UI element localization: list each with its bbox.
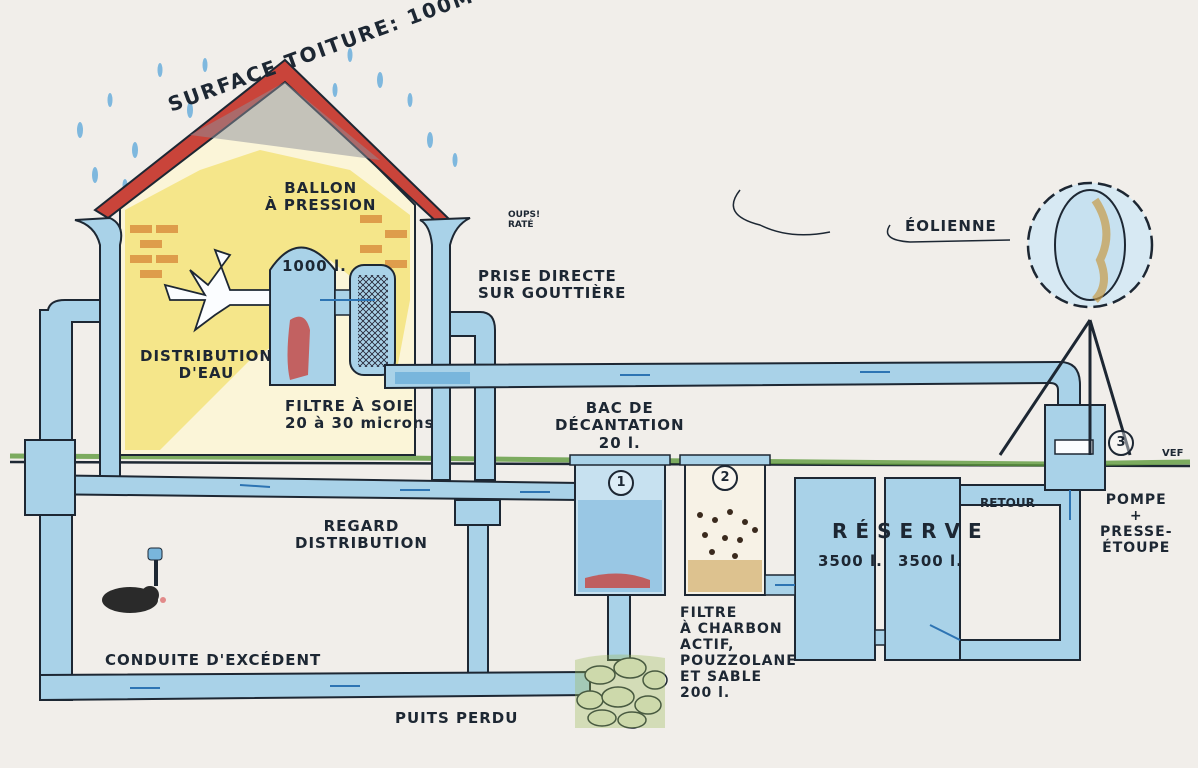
charcoal-filter-line2: À CHARBON xyxy=(680,621,783,638)
charcoal-granules xyxy=(697,509,758,559)
regard-chamber xyxy=(454,499,501,526)
mole xyxy=(102,547,166,613)
wind-turbine xyxy=(998,181,1154,456)
bricks-right xyxy=(360,215,407,268)
soakaway-moss xyxy=(575,654,665,728)
pressure-tank-label-line2: À PRESSION xyxy=(265,196,377,215)
charcoal-filter-label: FILTRE À CHARBON ACTIF, POUZZOLANE ET SA… xyxy=(680,605,797,702)
charcoal-filter-line5: ET SABLE xyxy=(680,669,763,686)
pump-line2: + xyxy=(1129,508,1143,525)
pump-seal xyxy=(1054,439,1094,455)
gutter-takeoff-label: PRISE DIRECTE SUR GOUTTIÈRE xyxy=(478,267,627,303)
pump-label: POMPE + PRESSE- ÉTOUPE xyxy=(1100,492,1173,556)
pozzolana-layer xyxy=(688,560,762,592)
tank-marker-3: 3 xyxy=(1108,430,1134,456)
silk-filter-label: FILTRE À SOIE 20 à 30 microns xyxy=(285,397,435,433)
wind-gust-2 xyxy=(886,224,1011,243)
tank-marker-2: 2 xyxy=(712,465,738,491)
main-pipe xyxy=(29,473,581,502)
wind-turbine-label: ÉOLIENNE xyxy=(905,217,997,235)
decantation-line2: DÉCANTATION xyxy=(555,416,685,435)
pump-loop xyxy=(959,484,1081,661)
charcoal-filter-line4: POUZZOLANE xyxy=(680,653,797,670)
silk-filter-mesh xyxy=(358,275,388,367)
decantation-label: BAC DE DÉCANTATION 20 l. xyxy=(555,399,685,452)
sludge xyxy=(585,573,650,588)
oops-note-line1: OUPS! xyxy=(508,210,541,220)
flow-arrows xyxy=(130,299,1071,689)
wind-gust xyxy=(732,189,831,236)
oops-note-line2: RATÉ xyxy=(508,220,534,231)
charcoal-filter-volume: 200 l. xyxy=(680,685,731,702)
reserve-label: RÉSERVE xyxy=(832,519,990,543)
direct-takeoff-pipe xyxy=(449,311,496,481)
rain-drops xyxy=(77,48,458,191)
decantation-line1: BAC DE xyxy=(585,399,654,417)
silk-filter-line1: FILTRE À SOIE xyxy=(285,397,415,415)
pressure-tank-volume: 1000 l. xyxy=(282,257,347,275)
soakaway-stones xyxy=(576,657,668,729)
tank-lid-2 xyxy=(679,454,771,466)
gutter-takeoff-line1: PRISE DIRECTE xyxy=(478,267,617,285)
tank-lid-1 xyxy=(569,454,671,466)
distribution-arrows xyxy=(163,248,271,333)
return-label: RETOUR xyxy=(980,496,1035,510)
soakaway-label: PUITS PERDU xyxy=(395,709,519,727)
reserve-link xyxy=(874,629,886,646)
decantation-water xyxy=(578,500,662,592)
decantation-volume: 20 l. xyxy=(598,433,641,452)
distribution-manhole-label: REGARD DISTRIBUTION xyxy=(295,517,428,553)
left-junction xyxy=(24,439,76,516)
pressure-tank xyxy=(269,246,336,386)
excess-conduit xyxy=(39,670,591,702)
pump-line4: ÉTOUPE xyxy=(1102,540,1171,557)
house-return-stub xyxy=(395,372,470,384)
water-distribution-line1: DISTRIBUTION xyxy=(140,347,273,365)
water-distribution-line2: D'EAU xyxy=(178,364,235,383)
tank-marker-1: 1 xyxy=(608,470,634,496)
tank-filter-link xyxy=(334,289,351,316)
pump-line3: PRESSE- xyxy=(1100,524,1173,541)
artist-signature: VEF xyxy=(1162,448,1184,459)
excess-conduit-label: CONDUITE D'EXCÉDENT xyxy=(105,651,322,669)
reserve-volume-1: 3500 l. xyxy=(818,552,883,570)
water-distribution-label: DISTRIBUTION D'EAU xyxy=(140,347,273,383)
roof-shadow xyxy=(190,82,380,160)
downpipes xyxy=(74,216,471,481)
reserve-volume-2: 3500 l. xyxy=(898,552,963,570)
pump-line1: POMPE xyxy=(1105,492,1167,508)
silk-filter-line2: 20 à 30 microns xyxy=(285,414,435,433)
pressure-tank-label-line1: BALLON xyxy=(284,179,358,197)
distribution-manhole-line1: REGARD xyxy=(323,517,400,535)
oops-note: OUPS! RATÉ xyxy=(508,210,540,231)
drain-pipe xyxy=(607,594,631,661)
charcoal-filter-line1: FILTRE xyxy=(680,605,738,621)
tank-water-red xyxy=(287,316,310,380)
regard-pipe xyxy=(467,524,489,676)
charcoal-filter-line3: ACTIF, xyxy=(680,637,735,654)
gutter-takeoff-line2: SUR GOUTTIÈRE xyxy=(478,284,627,303)
distribution-manhole-line2: DISTRIBUTION xyxy=(295,534,428,553)
bricks-left xyxy=(130,225,178,278)
reserve-tank-1 xyxy=(794,477,876,661)
pressure-tank-label: BALLON À PRESSION xyxy=(265,179,377,215)
